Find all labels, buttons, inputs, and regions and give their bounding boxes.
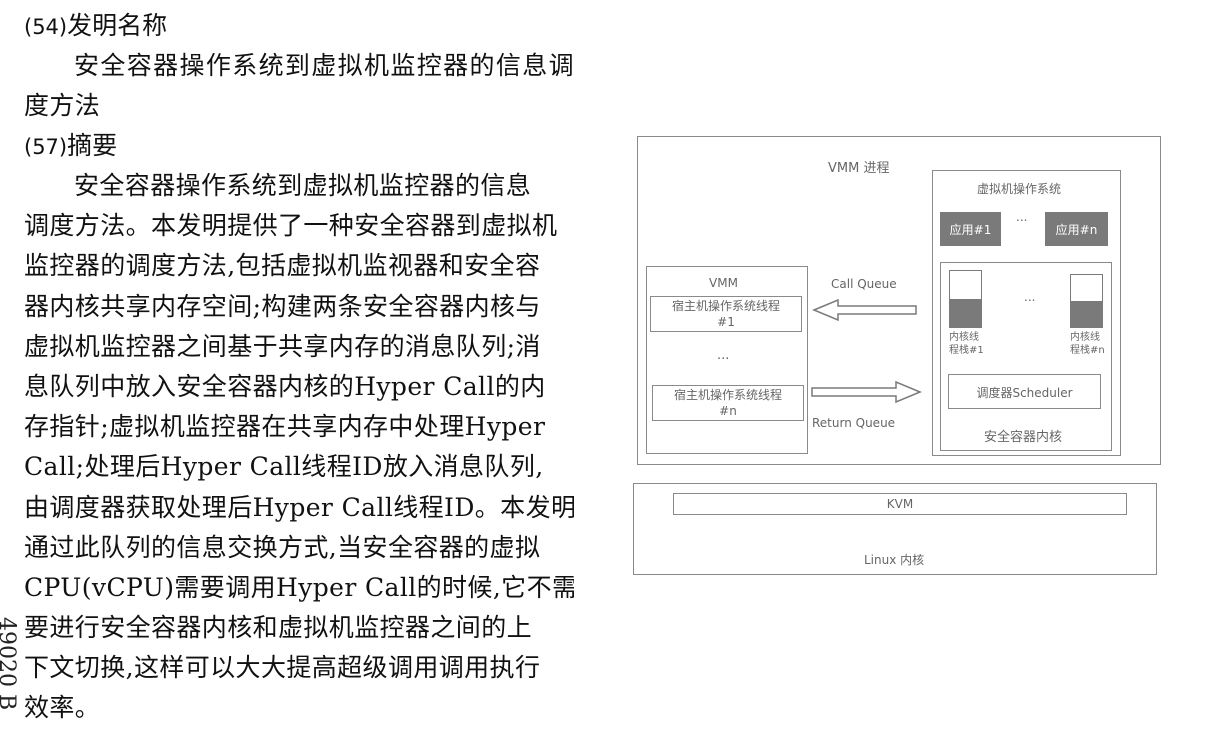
call-queue-label: Call Queue xyxy=(831,277,897,291)
kernel-stack-n-fill xyxy=(1071,301,1102,327)
invention-title: 安全容器操作系统到虚拟机监控器的信息调度方法 xyxy=(24,51,574,120)
vmm-process-label: VMM 进程 xyxy=(828,161,890,176)
kernel-stack-n xyxy=(1070,274,1103,328)
abstract-line: 调度方法。本发明提供了一种安全容器到虚拟机 xyxy=(24,211,558,241)
kvm-box: KVM xyxy=(673,493,1127,515)
abstract-line: 下文切换,这样可以大大提高超级调用调用执行 xyxy=(24,653,541,683)
publication-number-fragment: 49020 B xyxy=(0,617,19,710)
abstract-line: 监控器的调度方法,包括虚拟机监视器和安全容 xyxy=(24,251,541,281)
kvm-label: KVM xyxy=(886,497,914,511)
abstract-body: 安全容器操作系统到虚拟机监控器的信息 调度方法。本发明提供了一种安全容器到虚拟机… xyxy=(24,166,574,729)
abstract-line: Call;处理后Hyper Call线程ID放入消息队列, xyxy=(24,452,544,482)
host-thread-n-label: 宿主机操作系统线程 #n xyxy=(673,388,782,418)
host-thread-n-box: 宿主机操作系统线程 #n xyxy=(652,385,804,421)
abstract-line: 由调度器获取处理后Hyper Call线程ID。本发明 xyxy=(24,492,574,522)
abstract-line: 息队列中放入安全容器内核的Hyper Call的内 xyxy=(24,371,546,401)
title-heading-text: 发明名称 xyxy=(67,11,168,40)
abstract-line: 通过此队列的信息交换方式,当安全容器的虚拟 xyxy=(24,532,541,562)
call-queue-arrow xyxy=(812,298,917,322)
host-thread-1-box: 宿主机操作系统线程 #1 xyxy=(650,296,802,332)
kernel-stack-n-label: 内核线 程栈#n xyxy=(1070,332,1105,356)
abstract-line: 效率。 xyxy=(24,693,101,723)
patent-abstract-column: (54)发明名称 安全容器操作系统到虚拟机监控器的信息调度方法 (57)摘要 安… xyxy=(24,6,574,729)
abstract-line: CPU(vCPU)需要调用Hyper Call的时候,它不需 xyxy=(24,572,574,602)
app-ellipsis: ... xyxy=(1016,210,1028,224)
title-heading-number: (54) xyxy=(24,15,68,39)
abstract-line: 要进行安全容器内核和虚拟机监控器之间的上 xyxy=(24,613,533,643)
abstract-heading: (57)摘要 xyxy=(24,126,574,166)
kernel-stack-1-fill xyxy=(950,299,981,327)
scheduler-box: 调度器Scheduler xyxy=(948,374,1101,409)
kernel-stack-ellipsis: ... xyxy=(1024,290,1036,304)
secure-kernel-label: 安全容器内核 xyxy=(984,430,1063,445)
abstract-heading-number: (57) xyxy=(24,135,68,159)
linux-kernel-label: Linux 内核 xyxy=(864,553,925,567)
app-1-block: 应用#1 xyxy=(940,212,1001,246)
app-n-block: 应用#n xyxy=(1045,212,1108,246)
abstract-line: 存指针;虚拟机监控器在共享内存中处理Hyper xyxy=(24,412,546,442)
vm-os-label: 虚拟机操作系统 xyxy=(977,182,1062,196)
title-heading: (54)发明名称 xyxy=(24,6,574,46)
vmm-label: VMM xyxy=(709,276,738,290)
host-thread-1-label: 宿主机操作系统线程 #1 xyxy=(671,299,780,329)
abstract-line: 虚拟机监控器之间基于共享内存的消息队列;消 xyxy=(24,331,541,361)
abstract-line: 器内核共享内存空间;构建两条安全容器内核与 xyxy=(24,291,541,321)
return-queue-arrow xyxy=(811,380,922,404)
host-thread-ellipsis: ... xyxy=(717,348,730,363)
scheduler-label: 调度器Scheduler xyxy=(976,386,1073,400)
abstract-line: 安全容器操作系统到虚拟机监控器的信息 xyxy=(74,171,532,200)
abstract-heading-text: 摘要 xyxy=(67,131,118,160)
kernel-stack-1 xyxy=(949,270,982,328)
queue-arrows xyxy=(811,298,922,404)
kernel-stack-1-label: 内核线 程栈#1 xyxy=(949,332,984,356)
return-queue-label: Return Queue xyxy=(812,416,896,430)
